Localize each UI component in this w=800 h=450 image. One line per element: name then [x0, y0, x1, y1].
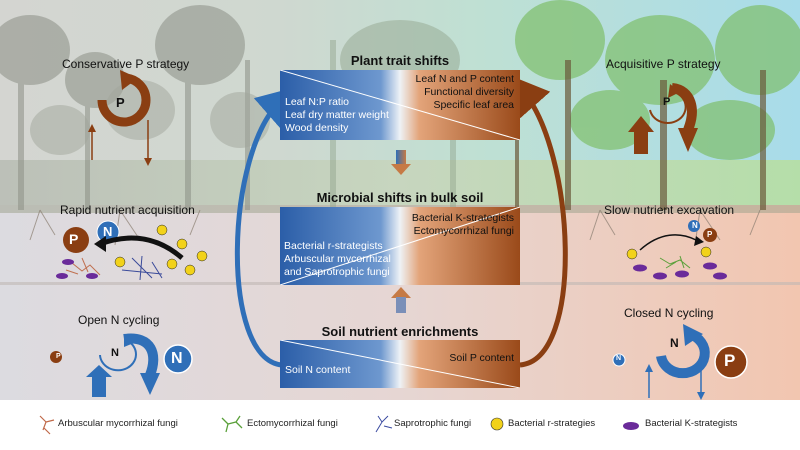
saprotrophic-icon — [375, 415, 393, 433]
k-strategist-icon — [623, 422, 639, 430]
left-bottom-n-letter: N — [111, 347, 119, 359]
microbial-shift-box: Bacterial K-strategists Ectomycorrhizal … — [280, 207, 520, 285]
microbe-k-strategists: Bacterial K-strategists — [411, 212, 514, 224]
trait-leaf-np-ratio: Leaf N:P ratio — [285, 96, 350, 108]
right-bottom-big-p: P — [724, 351, 736, 370]
right-bottom-label: Closed N cycling — [624, 306, 714, 320]
left-top-p-letter: P — [116, 95, 125, 110]
legend-ectomycorrhizal-label: Ectomycorrhizal fungi — [247, 418, 338, 429]
right-mid-n-letter: N — [692, 221, 698, 230]
arbuscular-mycorrhizal-icon — [39, 415, 55, 435]
soil-p-content: Soil P content — [449, 352, 514, 364]
right-top-p-letter: P — [663, 96, 671, 108]
legend: Arbuscular mycorrhizal fungi Ectomycorrh… — [0, 400, 800, 450]
trait-leaf-dry-matter: Leaf dry matter weight — [285, 109, 389, 121]
plant-right-traits: Leaf N and P content Functional diversit… — [416, 73, 514, 112]
microbe-arbuscular: Arbuscular mycorrhizal — [284, 253, 391, 265]
left-mid-n-letter: N — [103, 224, 113, 239]
closed-n-cycle-icon — [612, 324, 748, 400]
microbe-ectomycorrhizal: Ectomycorrhizal fungi — [413, 225, 514, 237]
rapid-acquisition-icon — [56, 220, 208, 281]
plant-trait-title: Plant trait shifts — [350, 53, 450, 68]
feedback-arrows — [234, 74, 568, 368]
left-mid-label: Rapid nutrient acquisition — [60, 203, 195, 217]
soil-nutrient-box: Soil P content Soil N content — [280, 340, 520, 388]
conservative-p-cycle-icon — [88, 70, 152, 166]
r-strategist-icon — [490, 417, 504, 431]
up-arrow-soil-to-microbe — [391, 287, 411, 313]
trait-specific-leaf-area: Specific leaf area — [433, 99, 514, 111]
ectomycorrhizal-icon — [221, 415, 243, 433]
soil-nutrient-title: Soil nutrient enrichments — [321, 324, 479, 339]
slow-excavation-icon — [626, 220, 727, 280]
legend-k-strategist-label: Bacterial K-strategists — [645, 418, 738, 429]
microbe-left-list: Bacterial r-strategists Arbuscular mycor… — [284, 240, 391, 279]
plant-left-traits: Leaf N:P ratio Leaf dry matter weight Wo… — [285, 96, 389, 135]
trait-wood-density: Wood density — [285, 122, 349, 134]
left-mid-p-letter: P — [69, 231, 79, 247]
soil-n-content: Soil N content — [285, 364, 351, 376]
legend-r-strategist-label: Bacterial r-strategies — [508, 418, 596, 429]
open-n-cycle-icon — [50, 333, 193, 397]
right-mid-p-letter: P — [707, 230, 713, 239]
down-arrow-plant-to-microbe — [391, 150, 411, 175]
acquisitive-p-cycle-icon — [628, 83, 698, 154]
left-top-label: Conservative P strategy — [62, 57, 190, 71]
trait-leaf-np-content: Leaf N and P content — [415, 73, 514, 85]
microbe-r-strategists: Bacterial r-strategists — [284, 240, 383, 252]
blue-loop-arrow — [234, 86, 298, 368]
legend-saprotrophic-label: Saprotrophic fungi — [394, 418, 472, 429]
left-bottom-big-n: N — [171, 350, 183, 367]
right-mid-label: Slow nutrient excavation — [604, 203, 735, 217]
plant-trait-box: Leaf N and P content Functional diversit… — [280, 70, 520, 140]
brown-loop-arrow — [508, 74, 568, 368]
trait-functional-diversity: Functional diversity — [424, 86, 514, 98]
left-bottom-label: Open N cycling — [78, 313, 160, 327]
microbe-saprotrophic: and Saprotrophic fungi — [284, 266, 390, 278]
right-bottom-n-letter: N — [670, 336, 679, 350]
microbe-right-list: Bacterial K-strategists Ectomycorrhizal … — [412, 212, 514, 238]
left-bottom-small-p: P — [56, 353, 61, 360]
right-bottom-small-n: N — [616, 355, 622, 362]
legend-arbuscular-label: Arbuscular mycorrhizal fungi — [58, 418, 178, 429]
microbial-shift-title: Microbial shifts in bulk soil — [316, 190, 484, 205]
right-top-label: Acquisitive P strategy — [606, 57, 721, 71]
